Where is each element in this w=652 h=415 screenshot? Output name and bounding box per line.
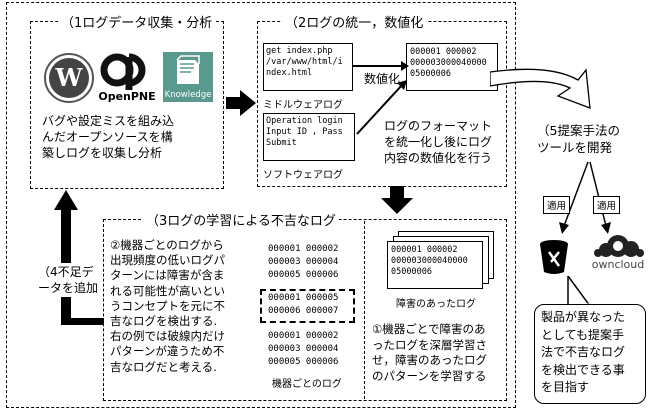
device-log-line: 000003 000004 — [268, 257, 339, 267]
openpne-logo: OpenPNE — [97, 50, 157, 104]
section3-title: （3ログの学習による不吉なログ — [143, 210, 339, 229]
section2-desc-line: ログのフォーマット — [384, 119, 493, 133]
section3-description-1: ①機器ごとで障害のあ ったログを深層学習さ せ，障害のあったログ のパターンを学… — [372, 322, 506, 384]
section1-desc-line: んだオープンソースを構 — [42, 130, 173, 144]
middleware-log-line: ndex.html — [266, 68, 313, 78]
owncloud-label: owncloud — [591, 258, 645, 271]
device-log-label: 機器ごとのログ — [272, 379, 342, 390]
section3-description-2: ②機器ごとのログから 出現頻度の低いログパ ターンには障害が含ま れる可能性が高… — [110, 238, 260, 375]
section4-label-line: ータを追加 — [38, 281, 99, 295]
apply-badge-1-label: 適用 — [547, 201, 567, 212]
software-log-line: Submit — [266, 138, 297, 148]
speech-line: を検出できる事 — [541, 362, 625, 377]
wordpress-logo: W — [44, 53, 94, 103]
section3-desc2-line: れる可能性が高いとい — [110, 283, 225, 298]
section3-divider — [364, 221, 365, 399]
arrow-to-section5 — [489, 50, 610, 124]
apply-badge-2-label: 適用 — [597, 201, 617, 212]
middleware-log-label: ミドルウェアログ — [263, 100, 343, 111]
device-log-line: 000005 000006 — [268, 270, 339, 280]
tool-bucket-icon — [537, 238, 571, 276]
device-log-line: 000001 000005 — [268, 293, 339, 303]
device-log-line: 000006 000007 — [268, 306, 339, 316]
fault-log-line: 05000006 — [391, 267, 432, 277]
section3-desc1-line: のパターンを学習する — [372, 368, 487, 383]
section3-desc1-line: ったログを深層学習さ — [372, 337, 487, 352]
software-log-line: Input ID , Pass — [266, 127, 343, 137]
numeric-log-line: 05000006 — [410, 69, 451, 79]
fault-log-label: 障害のあったログ — [396, 299, 476, 310]
section5-label-line: （5提案手法の — [537, 123, 620, 138]
device-log-line: 000001 000002 — [268, 244, 339, 254]
software-log-label: ソフトウェアログ — [263, 170, 343, 181]
arrow-feedback-3-to-1 — [50, 190, 110, 334]
speech-line: を目指す — [541, 380, 590, 394]
section1-box — [30, 21, 224, 189]
section3-desc2-line: 吉なログを検出する. — [110, 314, 218, 329]
middleware-log-line: get index.php — [266, 46, 333, 56]
knowledge-logo: Knowledge — [163, 52, 213, 102]
anomaly-highlight-box — [260, 289, 355, 323]
apply-badge-2: 適用 — [593, 196, 621, 214]
section1-title: （1ログデータ収集・分析 — [58, 12, 216, 31]
section3-desc2-line: 出現頻度の低いログパ — [110, 253, 225, 268]
section3-desc2-line: 右の例では破線内だけ — [110, 329, 225, 344]
software-log-line: Operation login — [266, 116, 343, 126]
speech-line: 法で不吉なログ — [541, 345, 626, 359]
section5-label: （5提案手法の ツールを開発 — [537, 122, 620, 156]
fault-log-line: 000003000040000 — [391, 256, 468, 266]
section1-description: バグや設定ミスを組み込 んだオープンソースを構 築しログを収集し分析 — [42, 113, 218, 161]
software-log-box: Operation login Input ID , Pass Submit — [263, 113, 355, 161]
arrow-right-1-to-2 — [226, 90, 256, 120]
section1-desc-line: バグや設定ミスを組み込 — [42, 114, 175, 128]
section2-description: ログのフォーマット を統一化し後にログ 内容の数値化を行う — [384, 118, 506, 166]
device-log-group-a: 000001 000002 000003 000004 000005 00000… — [268, 243, 338, 282]
knowledge-label: Knowledge — [164, 90, 212, 100]
fault-log-line: 000001 000002 — [391, 245, 458, 255]
device-log-line: 000003 000004 — [268, 344, 339, 354]
section4-label: （4不足デ ータを追加 — [36, 263, 101, 297]
apply-badge-1: 適用 — [543, 196, 571, 214]
numeric-log-box: 000001 000002 000003000040000 05000006 — [406, 43, 498, 91]
section2-title: （2ログの統一，数値化 — [282, 12, 427, 31]
numeric-log-line: 000001 000002 — [410, 47, 477, 57]
section3-desc1-line: せ，障害のあったログ — [372, 353, 487, 367]
section3-desc2-line: ターンには障害が含ま — [110, 268, 225, 283]
numerify-label: 数値化 — [364, 72, 401, 86]
middleware-log-line: /var/www/html/i — [266, 57, 343, 67]
outer-frame — [6, 2, 516, 408]
speech-line: としても提案手 — [541, 327, 625, 342]
section3-desc2-line: ②機器ごとのログから — [110, 238, 224, 252]
svg-text:W: W — [55, 63, 84, 92]
device-log-line: 000001 000002 — [268, 331, 339, 341]
section3-desc2-line: うコンセプトを元に不 — [110, 298, 225, 313]
speech-bubble-text: 製品が異なった としても提案手 法で不吉なログ を検出できる事 を目指す — [541, 309, 639, 397]
section2-desc-line: 内容の数値化を行う — [384, 151, 493, 165]
owncloud-logo: owncloud — [590, 232, 650, 274]
section1-desc-line: 築しログを収集し分析 — [42, 146, 163, 160]
section2-desc-line: を統一化し後にログ — [384, 135, 493, 149]
device-log-group-b: 000001 000005 000006 000007 — [268, 292, 338, 318]
fault-log-box: 000001 000002 000003000040000 05000006 — [387, 241, 483, 289]
arrow-down-2-to-3 — [381, 186, 413, 218]
apply-arrows — [550, 160, 630, 244]
speech-bubble: 製品が異なった としても提案手 法で不吉なログ を検出できる事 を目指す — [534, 304, 646, 404]
device-log-group-c: 000001 000002 000003 000004 000005 00000… — [268, 330, 338, 369]
section3-desc1-line: ①機器ごとで障害のあ — [372, 322, 486, 336]
section3-desc2-line: パターンが違うため不 — [110, 344, 225, 359]
middleware-log-box: get index.php /var/www/html/i ndex.html — [263, 43, 353, 91]
device-log-line: 000005 000006 — [268, 357, 339, 367]
conversion-arrows — [353, 50, 409, 144]
speech-line: 製品が異なった — [541, 310, 626, 324]
section5-label-line: ツールを開発 — [537, 140, 613, 155]
numeric-log-line: 000003000040000 — [410, 58, 487, 68]
section4-label-line: （4不足デ — [38, 265, 94, 279]
openpne-label: OpenPNE — [98, 90, 156, 103]
section3-desc2-line: 吉なログだと考える. — [110, 359, 217, 374]
